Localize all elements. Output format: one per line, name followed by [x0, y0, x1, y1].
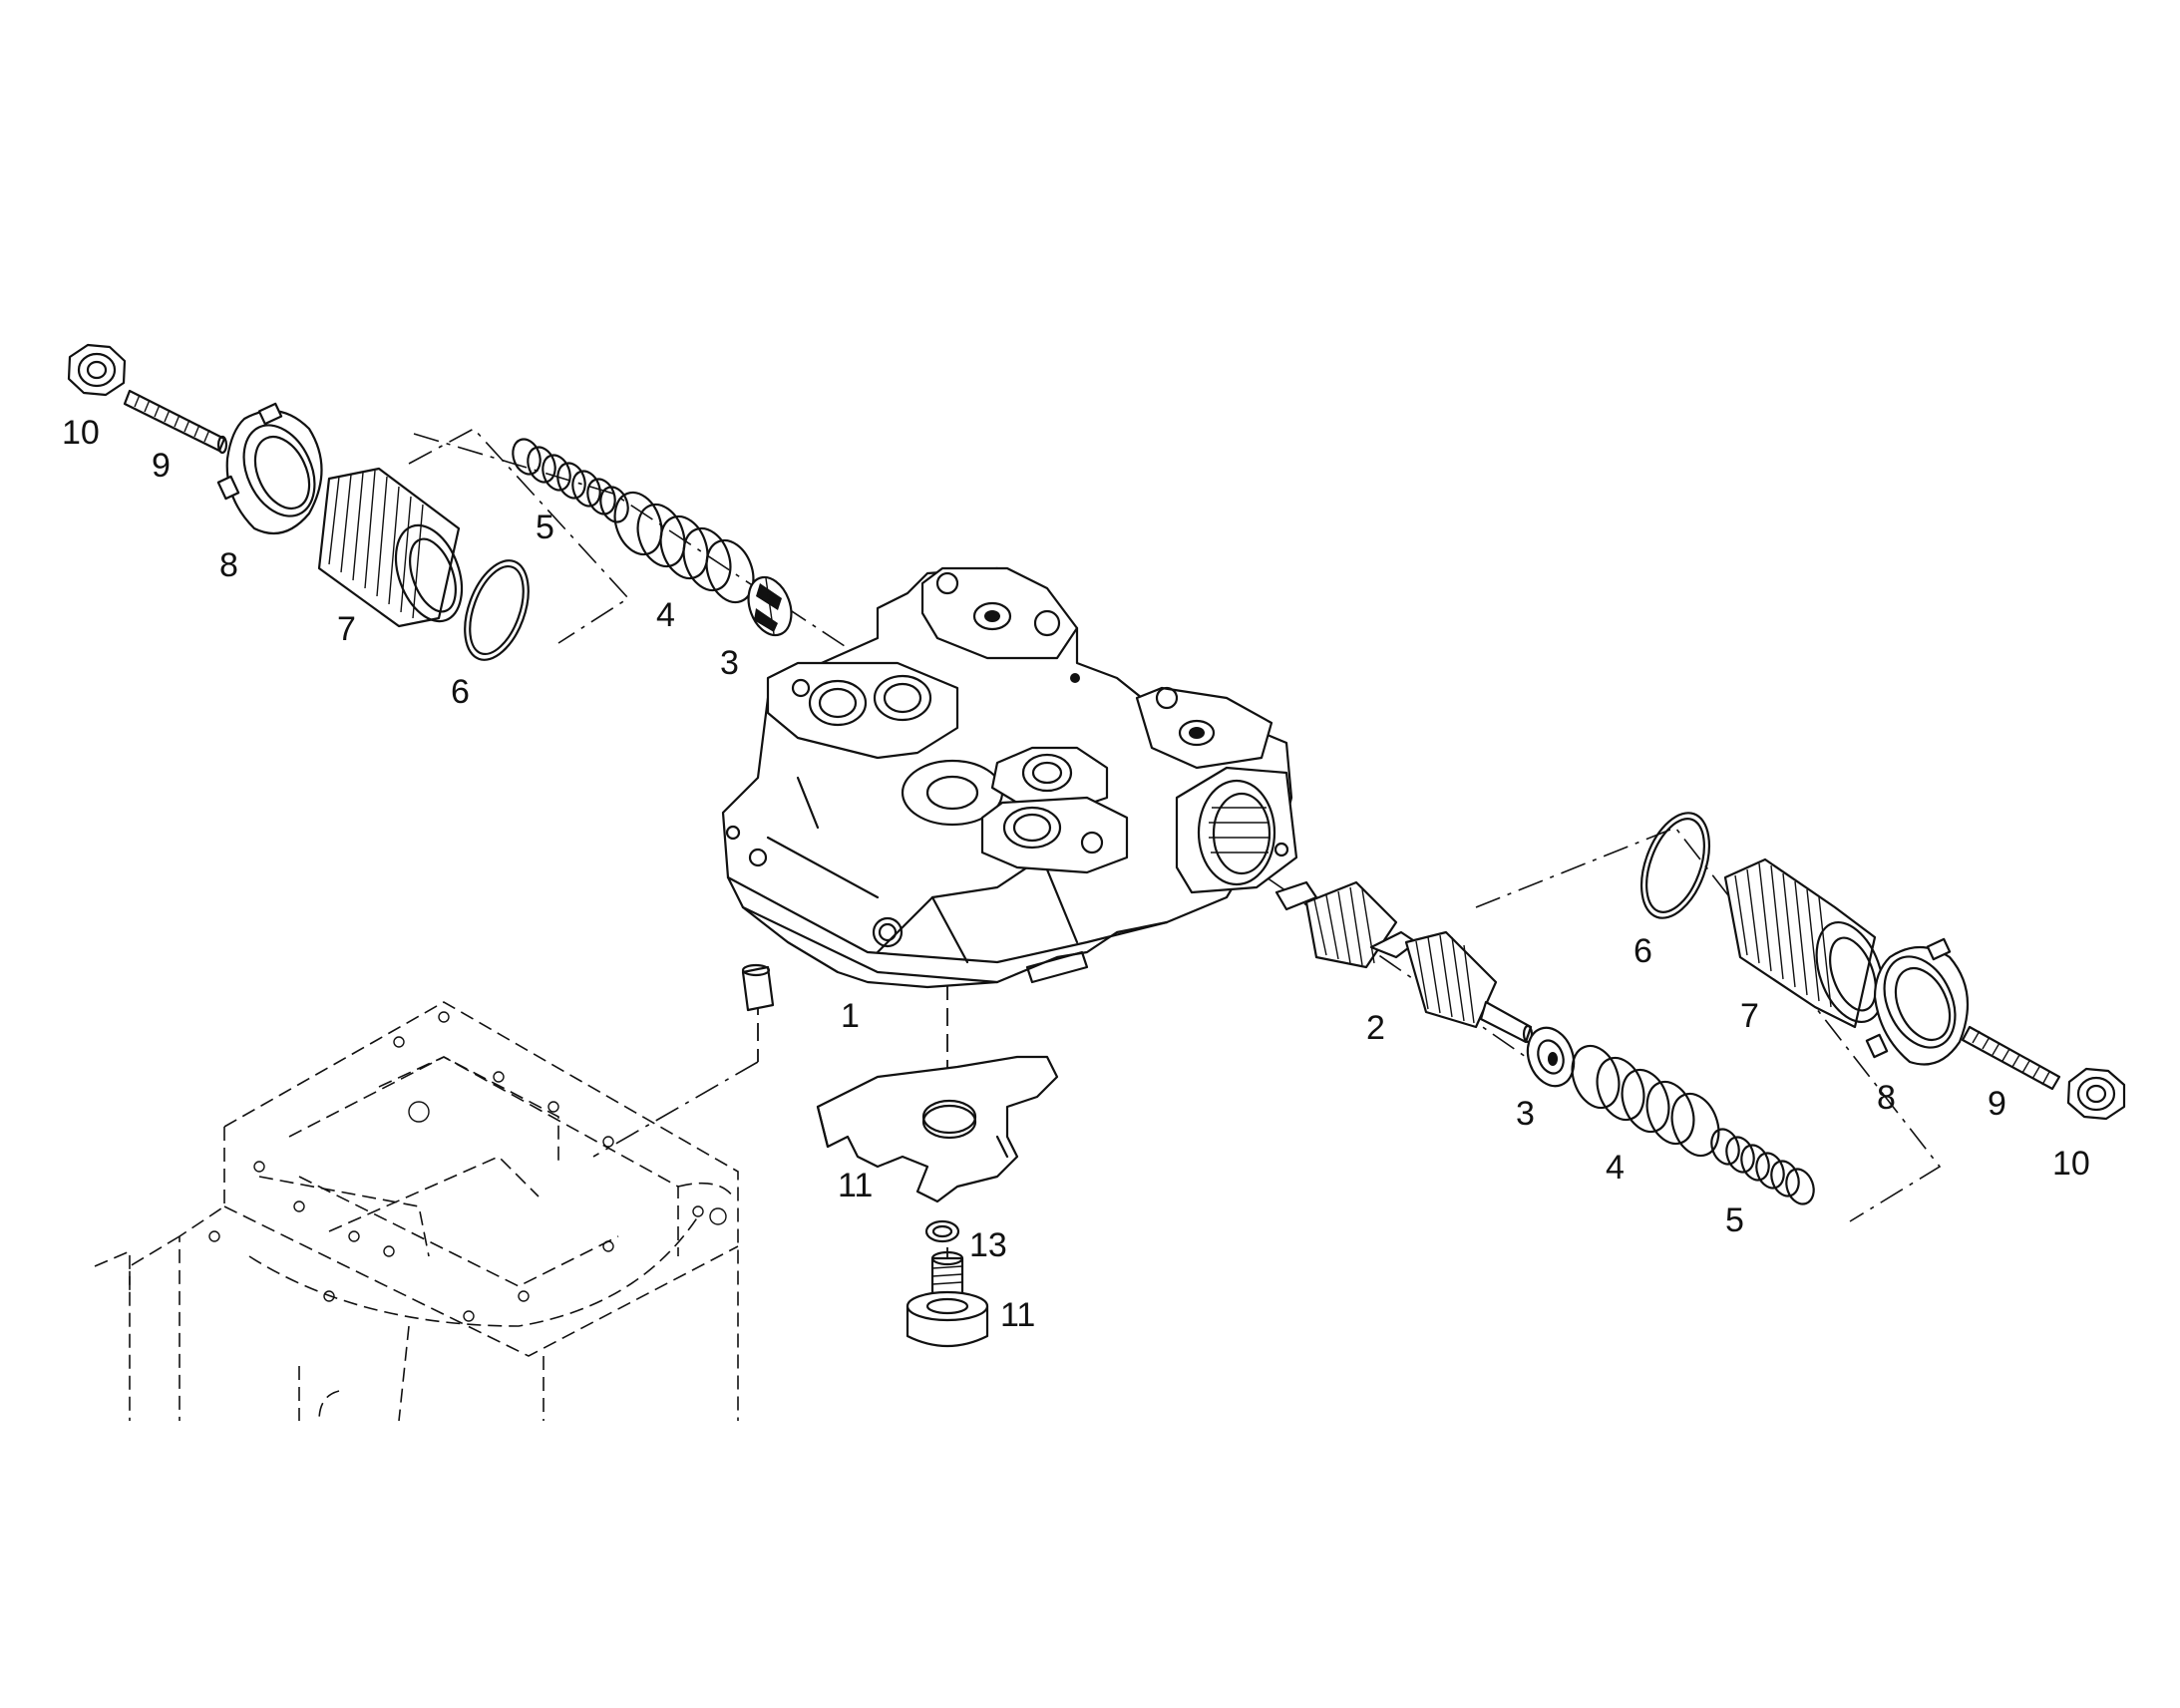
callout-2: 2: [1366, 1009, 1385, 1047]
phantom-transmission-housing: [94, 1001, 739, 1422]
threaded-stud-lower-right: [1961, 1025, 2061, 1091]
small-spring-lower-right: [1710, 1128, 1815, 1205]
callout-3-lower: 3: [1516, 1095, 1535, 1133]
ring-nut-lower-right: [1865, 937, 1970, 1066]
callout-10-lower: 10: [2052, 1145, 2090, 1183]
washer: [924, 1219, 960, 1243]
dowel-pin: [741, 963, 775, 1012]
callout-4-upper: 4: [656, 596, 675, 634]
callout-1: 1: [841, 997, 860, 1035]
large-spring-upper-left: [613, 491, 755, 604]
callout-8-lower: 8: [1877, 1079, 1896, 1117]
callout-7-lower: 7: [1740, 997, 1759, 1035]
valve-housing: [721, 566, 1298, 989]
callout-9-lower: 9: [1988, 1085, 2006, 1123]
o-ring-upper-left: [464, 559, 530, 661]
callout-6-upper: 6: [451, 673, 470, 711]
o-ring-lower-right: [1640, 812, 1710, 919]
callout-7-upper: 7: [337, 610, 356, 648]
selector-fork: [816, 1055, 1059, 1203]
threaded-stud-upper-left: [123, 389, 228, 455]
threaded-sleeve-lower-right: [1723, 857, 1885, 1029]
callout-4-lower: 4: [1606, 1149, 1625, 1187]
callout-13: 13: [969, 1226, 1007, 1264]
callout-11-plug: 11: [1000, 1296, 1035, 1334]
hex-nut-upper-left: [67, 343, 127, 397]
large-spring-lower-right: [1571, 1044, 1720, 1158]
small-spring-upper-left: [512, 438, 629, 523]
callout-3-upper: 3: [720, 644, 739, 682]
ring-nut-upper-left: [216, 402, 323, 535]
callout-labels: 10 9 8 7 6 5 4 3 1 11 13 11 6 7 2 3 4 5 …: [62, 414, 2090, 1334]
callout-9-upper: 9: [152, 447, 171, 485]
threaded-sleeve-upper-left: [317, 467, 464, 628]
spring-seat-upper-left: [747, 575, 793, 637]
valve-spool: [1274, 880, 1534, 1044]
callout-10-upper: 10: [62, 414, 100, 452]
drain-plug: [906, 1250, 989, 1348]
callout-11-fork: 11: [838, 1167, 873, 1204]
hex-nut-lower-right: [2066, 1067, 2126, 1121]
callout-6-lower: 6: [1634, 932, 1652, 970]
callout-8-upper: 8: [219, 546, 238, 584]
callout-5-lower: 5: [1725, 1201, 1744, 1239]
callout-5-upper: 5: [536, 509, 554, 546]
spring-seat-lower-right: [1526, 1026, 1576, 1088]
